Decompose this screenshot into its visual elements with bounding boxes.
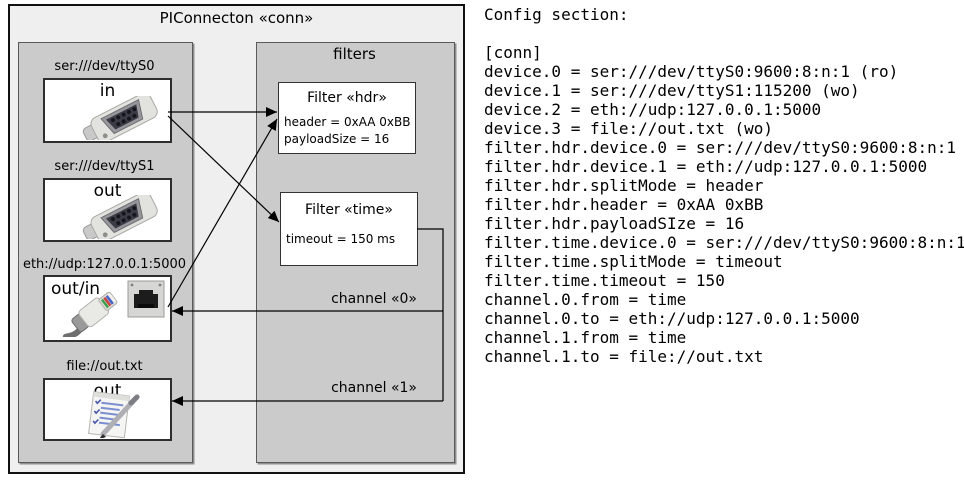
- config-heading: Config section:: [484, 5, 629, 24]
- channel-0-label: channel «0»: [331, 291, 417, 307]
- device-label-ttys0: ser:///dev/ttyS0: [54, 59, 155, 74]
- config-line: device.2 = eth://udp:127.0.0.1:5000: [484, 100, 822, 119]
- config-line: channel.0.from = time: [484, 290, 687, 309]
- filters-panel-title: filters: [333, 45, 376, 63]
- config-lines: [conn] device.0 = ser:///dev/ttyS0:9600:…: [484, 43, 964, 366]
- device-box-eth: out/in: [43, 275, 172, 342]
- filter-attr-header: header = 0xAA 0xBB: [284, 115, 411, 129]
- config-line: device.1 = ser:///dev/ttyS1:115200 (wo): [484, 81, 860, 100]
- device-label-ttys1: ser:///dev/ttyS1: [54, 159, 155, 174]
- config-line: filter.hdr.header = 0xAA 0xBB: [484, 195, 764, 214]
- config-line: filter.hdr.device.0 = ser:///dev/ttyS0:9…: [484, 138, 957, 157]
- config-line: filter.hdr.splitMode = header: [484, 176, 764, 195]
- filter-time-box: Filter «time» timeout = 150 ms: [280, 192, 418, 266]
- filter-hdr-title: Filter «hdr»: [307, 90, 387, 106]
- config-line: filter.time.timeout = 150: [484, 271, 725, 290]
- device-port-label: in: [99, 81, 116, 101]
- filter-attr-timeout: timeout = 150 ms: [286, 232, 396, 246]
- piconnecton-title: PIConnecton «conn»: [159, 9, 314, 27]
- channel-1-label: channel «1»: [331, 380, 417, 396]
- device-box-file: out: [43, 378, 172, 441]
- filter-hdr-box: Filter «hdr» header = 0xAA 0xBB payloadS…: [278, 82, 416, 154]
- device-port-label: out: [93, 181, 122, 201]
- device-box-ttys1: out: [43, 178, 172, 242]
- device-port-label: out: [93, 381, 122, 401]
- config-line: filter.time.splitMode = timeout: [484, 252, 783, 271]
- device-label-file: file://out.txt: [66, 359, 143, 374]
- device-label-eth: eth://udp:127.0.0.1:5000: [22, 257, 187, 272]
- filter-attr-payloadsize: payloadSize = 16: [284, 132, 390, 146]
- config-line: channel.0.to = eth://udp:127.0.0.1:5000: [484, 309, 860, 328]
- config-section: Config section: [conn] device.0 = ser://…: [484, 5, 964, 366]
- config-line: filter.hdr.payloadSIze = 16: [484, 214, 745, 233]
- config-line: filter.hdr.device.1 = eth://udp:127.0.0.…: [484, 157, 928, 176]
- serial-db9-connector-image: [82, 195, 158, 239]
- config-line: channel.1.from = time: [484, 328, 687, 347]
- config-line: device.3 = file://out.txt (wo): [484, 119, 773, 138]
- filter-time-title: Filter «time»: [305, 202, 393, 218]
- device-box-ttys0: in: [43, 78, 172, 143]
- ethernet-jack-icon: [127, 280, 165, 318]
- config-line: filter.time.device.0 = ser:///dev/ttyS0:…: [484, 233, 964, 252]
- config-line: [conn]: [484, 43, 542, 62]
- config-line: channel.1.to = file://out.txt: [484, 347, 764, 366]
- device-port-label: out/in: [51, 279, 101, 299]
- config-line: device.0 = ser:///dev/ttyS0:9600:8:n:1 (…: [484, 62, 899, 81]
- serial-db9-connector-image: [82, 96, 158, 140]
